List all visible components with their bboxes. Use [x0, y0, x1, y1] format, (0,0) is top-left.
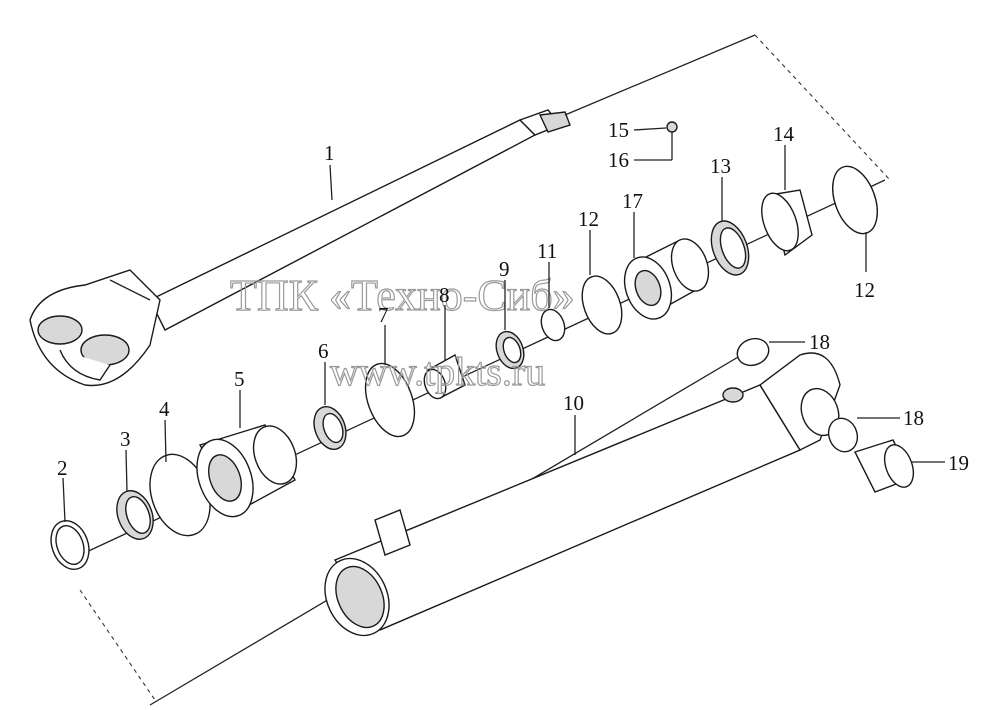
callout-7: 7: [378, 303, 389, 327]
o-ring-part-12-right: [832, 165, 878, 235]
callout-5: 5: [234, 367, 245, 391]
sleeve-part-14: [761, 189, 813, 257]
callout-labels: 1 2 3 4 5 6 7 8 9 11 12 17 13 14 15 16 1…: [57, 118, 969, 480]
callout-3: 3: [120, 427, 131, 451]
gland-part-5: [196, 424, 298, 518]
bushing-part-6: [313, 405, 347, 451]
callout-17: 17: [622, 189, 643, 213]
sleeve-part-8: [423, 353, 466, 400]
callout-9: 9: [499, 257, 510, 281]
watermark-url: www.tpkts.ru: [330, 349, 545, 394]
cylinder-barrel-part-10: [324, 352, 841, 637]
piston-part-17: [623, 238, 710, 320]
callout-1: 1: [324, 141, 335, 165]
callout-14: 14: [773, 122, 795, 146]
callout-4: 4: [159, 397, 170, 421]
callout-8: 8: [439, 283, 450, 307]
piston-rod-part: [29, 34, 756, 387]
leader-lines: [62, 127, 945, 523]
ring-part-13: [710, 220, 750, 276]
ring-part-11: [540, 308, 566, 342]
o-ring-part-18-bottom: [827, 417, 859, 453]
callout-18-bottom: 18: [903, 406, 924, 430]
callout-18-top: 18: [809, 330, 830, 354]
callout-11: 11: [537, 239, 557, 263]
ring-part-9: [495, 330, 525, 370]
snap-ring-part: [50, 520, 90, 570]
callout-19: 19: [948, 451, 969, 475]
watermark-company: ТПК «Техно-Сиб»: [230, 271, 575, 320]
o-ring-part-7: [364, 362, 416, 438]
callout-13: 13: [710, 154, 731, 178]
o-ring-part-18-top: [736, 337, 770, 367]
callout-2: 2: [57, 456, 68, 480]
screw-part-15: [666, 121, 678, 160]
callout-10: 10: [563, 391, 584, 415]
seal-ring-part-3: [116, 490, 154, 540]
callout-6: 6: [318, 339, 329, 363]
callout-16: 16: [608, 148, 629, 172]
o-ring-part-12-left: [581, 275, 623, 335]
bushing-part-19: [854, 439, 915, 493]
callout-12-left: 12: [578, 207, 599, 231]
callout-12-right: 12: [854, 278, 875, 302]
callout-15: 15: [608, 118, 629, 142]
